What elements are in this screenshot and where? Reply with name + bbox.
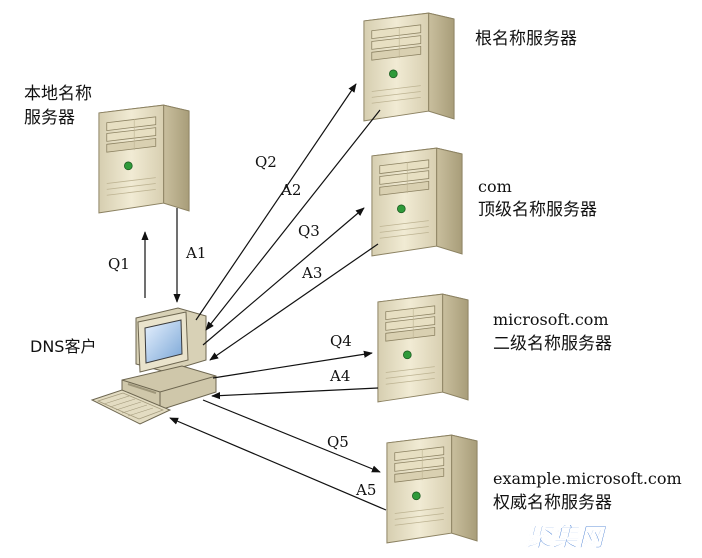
microsoft-server (377, 293, 469, 403)
arrow-q4 (212, 350, 373, 379)
label-q3: Q3 (298, 222, 320, 240)
watermark-text: 聚集网 (525, 523, 608, 553)
microsoft-server-label-line1: microsoft.com (493, 310, 609, 329)
com-server-label-line1: com (478, 177, 512, 196)
com-server (371, 147, 463, 257)
label-a3: A3 (301, 264, 322, 282)
local-server-label-line1: 本地名称 (24, 84, 92, 104)
server-icon (371, 147, 463, 257)
arrow-a2 (205, 109, 381, 331)
desktop-computer-icon (90, 307, 217, 425)
example-server-label-line2: 权威名称服务器 (493, 493, 612, 513)
label-a5: A5 (355, 481, 376, 499)
query-arrows (141, 83, 387, 511)
server-icon (386, 434, 478, 544)
server-icon (98, 104, 190, 214)
label-q4: Q4 (330, 332, 352, 350)
arrow-q2 (195, 83, 357, 321)
com-server-label-line2: 顶级名称服务器 (478, 200, 597, 220)
server-icon (363, 12, 455, 122)
local-server-label-line2: 服务器 (24, 108, 75, 128)
label-q1: Q1 (108, 255, 130, 273)
arrow-a3 (209, 243, 379, 361)
label-q5: Q5 (327, 433, 349, 451)
label-a4: A4 (329, 367, 350, 385)
root-server (363, 12, 455, 122)
arrow-q3 (202, 207, 365, 346)
root-server-label: 根名称服务器 (475, 29, 577, 49)
arrow-a5 (169, 417, 387, 511)
dns-client-computer (90, 307, 217, 425)
server-icon (377, 293, 469, 403)
label-a2: A2 (280, 181, 301, 199)
example-server-label-line1: example.microsoft.com (493, 469, 682, 488)
label-q2: Q2 (255, 153, 277, 171)
microsoft-server-label-line2: 二级名称服务器 (493, 334, 612, 354)
local-server (98, 104, 190, 214)
label-a1: A1 (185, 244, 206, 262)
arrow-a4 (211, 387, 379, 400)
example-server (386, 434, 478, 544)
arrow-q5 (202, 399, 381, 473)
dns-client-label: DNS客户 (30, 337, 96, 356)
